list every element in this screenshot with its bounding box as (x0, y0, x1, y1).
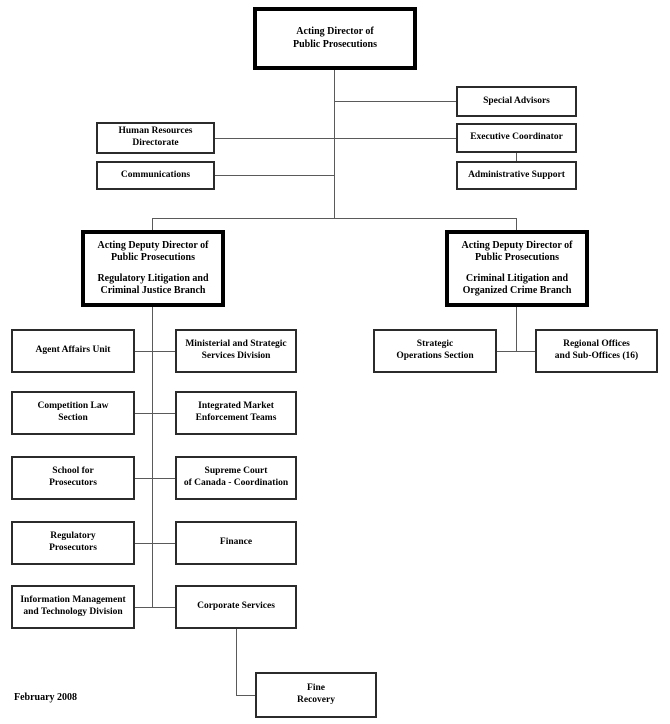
node-competition-law-section[interactable]: Competition Law Section (11, 391, 135, 435)
node-information-management-and-technology-division[interactable]: Information Management and Technology Di… (11, 585, 135, 629)
connector-row-agent-affairs (135, 351, 175, 352)
connector-director-to-special-advisors (334, 101, 456, 102)
node-agent-affairs-unit[interactable]: Agent Affairs Unit (11, 329, 135, 373)
node-line: Recovery (297, 695, 335, 705)
node-line: Agent Affairs Unit (35, 345, 111, 356)
node-line: Public Prosecutions (475, 251, 559, 263)
node-line: Special Advisors (483, 95, 550, 106)
node-line: Criminal Justice Branch (100, 285, 206, 297)
node-line: Integrated Market (198, 401, 274, 412)
chart-date-caption: February 2008 (14, 692, 78, 703)
node-line: Ministerial and Strategic (185, 339, 287, 350)
node-line: Directorate (132, 138, 179, 148)
node-school-for-prosecutors[interactable]: School for Prosecutors (11, 456, 135, 500)
node-executive-coordinator[interactable]: Executive Coordinator (456, 123, 577, 153)
connector-criminal-branch-spine (516, 307, 517, 351)
node-line: Communications (120, 169, 191, 180)
node-finance[interactable]: Finance (175, 521, 297, 565)
node-line: Organized Crime Branch (462, 285, 572, 297)
connector-row-strategic-regional (497, 351, 536, 352)
connector-regulatory-branch-spine (152, 307, 153, 607)
connector-row-corporate-services (135, 607, 175, 608)
node-line: Corporate Services (197, 601, 275, 612)
connector-corporate-services-to-fine-recovery-horizontal (236, 695, 256, 696)
node-line: Fine (307, 683, 325, 694)
node-administrative-support[interactable]: Administrative Support (456, 161, 577, 190)
connector-hr-to-executive-coordinator (215, 138, 456, 139)
node-regulatory-prosecutors[interactable]: Regulatory Prosecutors (11, 521, 135, 565)
node-line: Criminal Litigation and (465, 273, 569, 284)
node-acting-deputy-director-criminal-litigation[interactable]: Acting Deputy Director of Public Prosecu… (445, 230, 589, 307)
node-line: Enforcement Teams (195, 413, 277, 423)
connector-corporate-services-to-fine-recovery-vertical (236, 629, 237, 695)
connector-split-to-deputy-regulatory (152, 218, 153, 231)
node-line: Administrative Support (468, 169, 565, 180)
node-line: Regulatory (50, 531, 96, 542)
node-line: Acting Deputy Director of (97, 239, 209, 251)
node-regional-offices-and-sub-offices[interactable]: Regional Offices and Sub-Offices (16) (535, 329, 658, 373)
node-line: Strategic (416, 339, 454, 350)
node-corporate-services[interactable]: Corporate Services (175, 585, 297, 629)
connector-communications-to-spine (215, 175, 335, 176)
node-line: Operations Section (396, 351, 474, 361)
node-acting-deputy-director-regulatory-litigation[interactable]: Acting Deputy Director of Public Prosecu… (81, 230, 225, 307)
node-ministerial-and-strategic-services-division[interactable]: Ministerial and Strategic Services Divis… (175, 329, 297, 373)
connector-split-to-deputy-criminal (516, 218, 517, 231)
node-line: Prosecutors (49, 478, 97, 488)
node-line: Executive Coordinator (470, 132, 563, 143)
connector-director-spine (334, 70, 335, 218)
connector-row-regulatory-prosecutors (135, 543, 175, 544)
node-acting-director-of-public-prosecutions[interactable]: Acting Director of Public Prosecutions (253, 7, 417, 70)
node-strategic-operations-section[interactable]: Strategic Operations Section (373, 329, 497, 373)
node-line: of Canada - Coordination (183, 478, 289, 488)
node-line: Public Prosecutions (293, 38, 377, 50)
node-line: Acting Deputy Director of (461, 239, 573, 251)
node-line: Acting Director of (296, 26, 374, 38)
node-line: Information Management (20, 595, 126, 606)
connector-exec-coordinator-to-admin-support (516, 152, 517, 161)
node-supreme-court-of-canada-coordination[interactable]: Supreme Court of Canada - Coordination (175, 456, 297, 500)
connector-deputy-split-bar (152, 218, 517, 219)
node-line: and Sub-Offices (16) (554, 351, 639, 361)
node-line: Regulatory Litigation and (97, 273, 209, 284)
node-integrated-market-enforcement-teams[interactable]: Integrated Market Enforcement Teams (175, 391, 297, 435)
node-special-advisors[interactable]: Special Advisors (456, 86, 577, 117)
node-line: Section (58, 413, 88, 423)
node-line: and Technology Division (23, 607, 123, 617)
node-line: Prosecutors (49, 543, 97, 553)
node-line: Supreme Court (204, 466, 268, 477)
node-line: Competition Law (37, 401, 109, 412)
node-communications[interactable]: Communications (96, 161, 215, 190)
node-human-resources-directorate[interactable]: Human Resources Directorate (96, 122, 215, 154)
node-line: Finance (219, 537, 253, 548)
connector-row-competition-law (135, 413, 175, 414)
node-line: Services Division (201, 351, 271, 361)
node-line: Human Resources (118, 126, 193, 137)
node-line: Regional Offices (563, 339, 630, 350)
connector-row-school-prosecutors (135, 478, 175, 479)
node-fine-recovery[interactable]: Fine Recovery (255, 672, 377, 718)
node-line: Public Prosecutions (111, 251, 195, 263)
node-line: School for (52, 466, 94, 477)
